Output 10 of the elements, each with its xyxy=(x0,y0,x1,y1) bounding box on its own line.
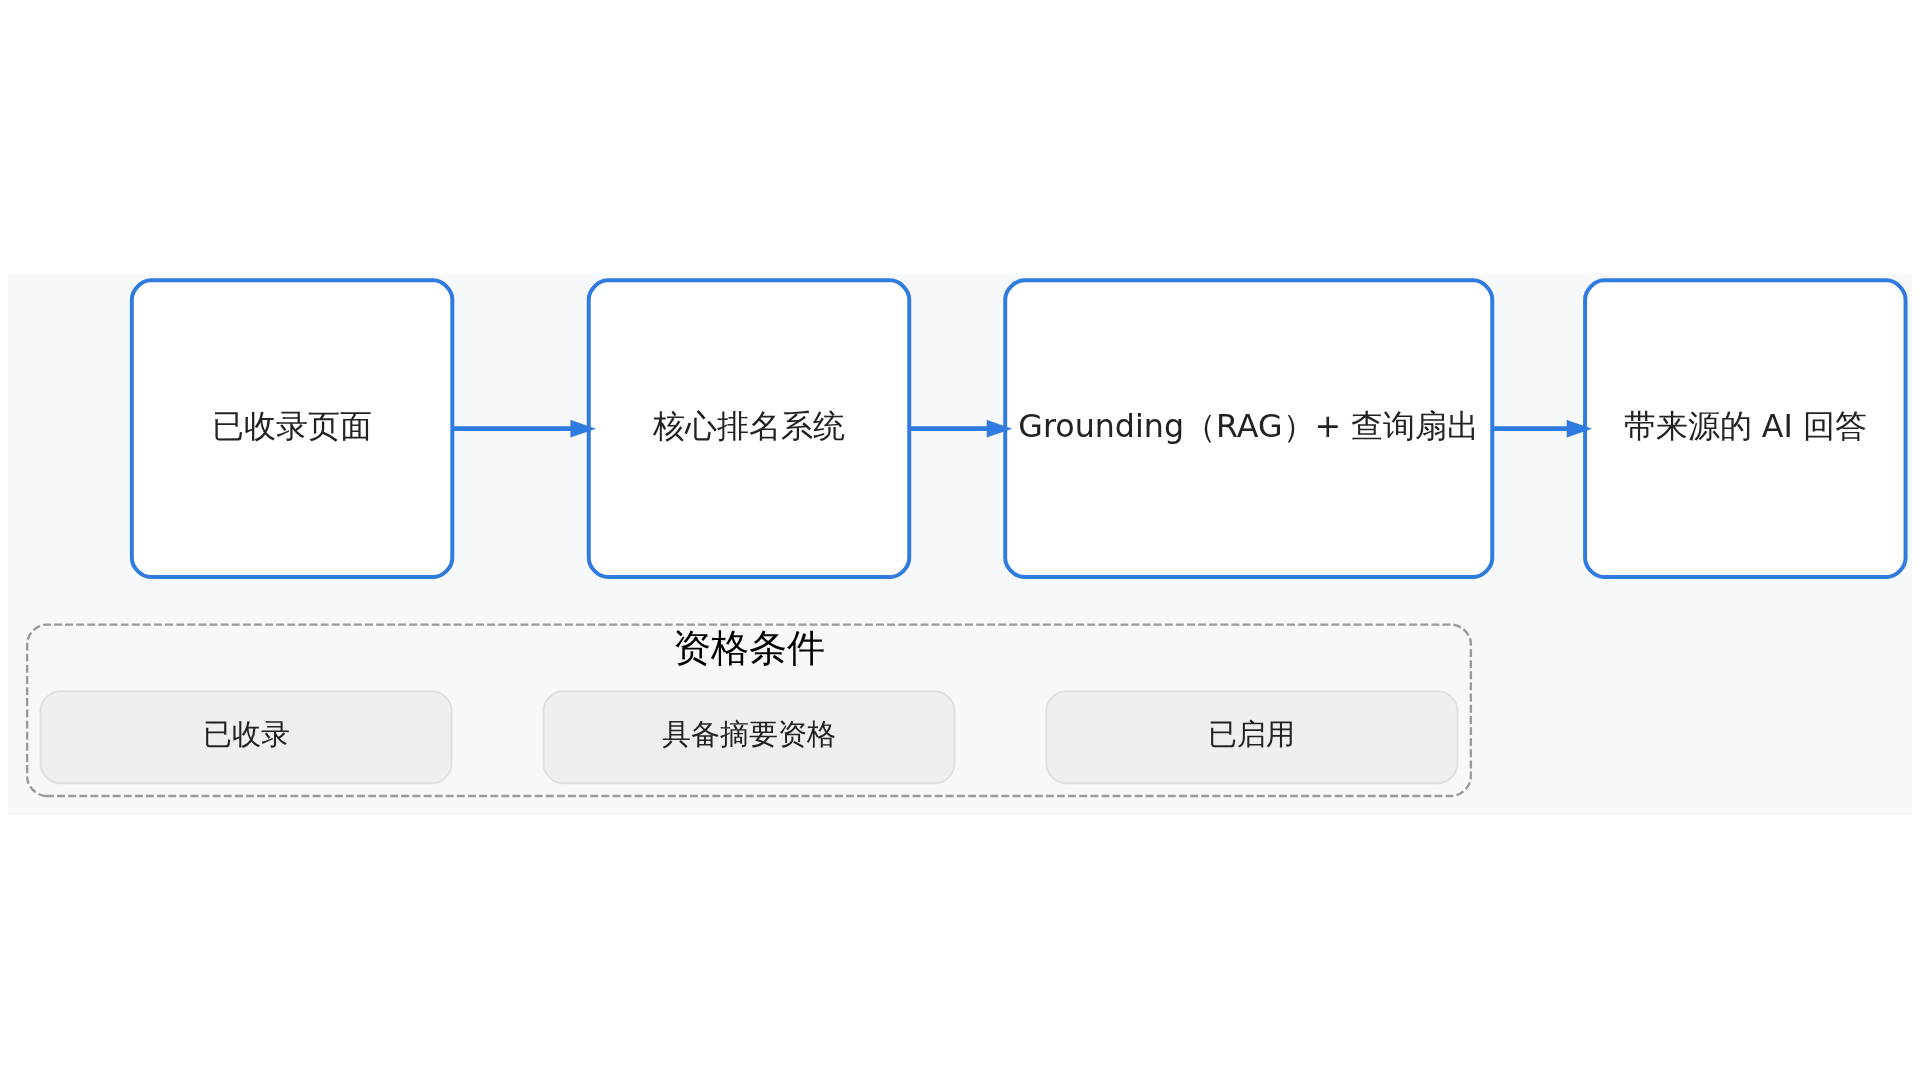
node-box: 已启用 xyxy=(1045,689,1459,784)
node-box: Grounding（RAG）+ 查询扇出 xyxy=(1003,277,1495,579)
node-box: 已收录页面 xyxy=(129,277,455,579)
node-box: 带来源的 AI 回答 xyxy=(1583,277,1908,579)
node-box: 具备摘要资格 xyxy=(542,689,956,784)
arrow xyxy=(1492,419,1593,438)
node-box: 核心排名系统 xyxy=(586,277,912,579)
node-box: 已收录 xyxy=(39,689,453,784)
arrow xyxy=(452,419,596,438)
arrow xyxy=(909,419,1013,438)
